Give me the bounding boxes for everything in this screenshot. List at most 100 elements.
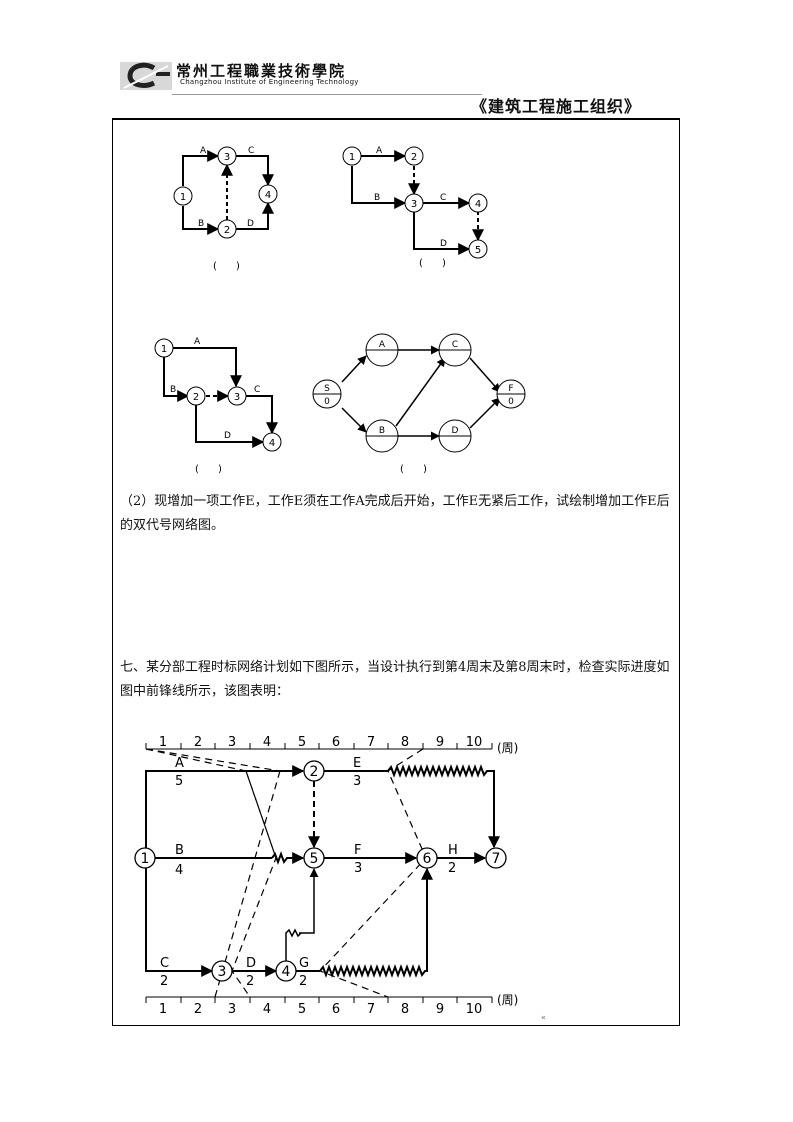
diagram-caption: ( ) [195,464,222,475]
top-scale-ticks [145,743,493,749]
network-node [134,847,156,869]
activity-label: B [374,193,380,203]
timescale-nodes: 1 2 3 4 5 6 7 [134,760,507,982]
activity-duration: 4 [175,863,183,878]
node-label: 4 [269,438,275,449]
node-label: 2 [310,764,319,780]
school-name-cn: 常州工程職業技術學院 [176,62,347,80]
diagram-1 [182,150,274,235]
school-name-en: Changzhou Institute of Engineering Techn… [180,78,359,86]
week-label: 9 [436,735,444,750]
activity-label: D [247,219,254,229]
week-label: 3 [228,735,236,750]
unit-label: (周) [497,993,518,1007]
activity-label: A [194,337,201,347]
week-label: 4 [263,1002,271,1017]
activity-label: C [254,385,260,395]
activity-name: F [354,843,361,858]
network-node [186,386,206,406]
node-label: 0 [508,397,514,407]
network-node [404,193,424,213]
node-label: S [324,384,330,394]
week-label: 5 [298,735,306,750]
activity-name: H [448,843,458,858]
node-label: F [508,384,513,394]
diagram-2-nodes: 1 2 3 4 5 A B C D ( ) [342,146,488,269]
node-label: 2 [193,392,199,403]
activity-name: E [353,756,361,771]
activity-label: A [376,146,383,156]
timescale-network: 1 2 3 4 5 6 7 8 9 10 (周) 1 2 3 4 5 6 7 8… [134,735,518,1017]
activity-name: B [175,843,184,858]
week-label: 2 [194,735,202,750]
week-label: 8 [401,1002,409,1017]
network-node [173,186,193,206]
school-emblem-icon [120,62,172,90]
week-label: 10 [466,735,483,750]
node-label: C [452,340,458,350]
node-label: D [452,426,459,436]
diagram-4 [341,345,501,441]
network-node [303,760,325,782]
week-label: 1 [159,1002,167,1017]
question-7-text: 七、某分部工程时标网络计划如下图所示，当设计执行到第4周末及第8周末时，检查实际… [120,660,670,699]
node-label: 5 [310,851,319,867]
activity-label: C [248,146,254,156]
network-node [303,847,325,869]
node-label: 1 [161,344,167,355]
network-node [227,386,247,406]
week-label: 2 [194,1002,202,1017]
node-label: 6 [423,851,432,867]
week-label: 7 [367,735,375,750]
network-node [217,146,237,166]
page-mark: « [541,1013,546,1022]
node-label: 1 [349,152,355,163]
question-2-text: （2）现增加一项工作E，工作E须在工作A完成后开始，工作E无紧后工作，试绘制增加… [120,494,670,533]
unit-label: (周) [497,741,518,755]
node-label: 2 [411,152,417,163]
activity-label: B [170,385,176,395]
node-label: 4 [265,190,271,201]
network-node [404,146,424,166]
node-label: 4 [282,964,291,980]
activity-duration: 2 [160,974,168,989]
week-label: 9 [436,1002,444,1017]
node-label: 0 [324,397,330,407]
activity-duration: 3 [353,774,361,789]
network-node [262,432,282,452]
activity-duration: 5 [175,774,183,789]
activity-duration: 2 [246,974,254,989]
node-label: 4 [475,199,481,210]
activity-duration: 2 [299,974,307,989]
week-label: 1 [159,735,167,750]
network-node [468,239,488,259]
activity-name: A [175,756,184,771]
node-label: 1 [141,851,150,867]
node-label: 3 [218,964,227,980]
network-node [211,960,233,982]
activity-duration: 3 [354,861,362,876]
node-label: 3 [234,392,240,403]
week-label: 6 [332,1002,340,1017]
node-label: 5 [475,245,481,256]
node-label: 3 [411,199,417,210]
activity-label: C [440,193,446,203]
activity-name: D [246,956,256,971]
week-label: 6 [332,735,340,750]
week-label: 8 [401,735,409,750]
header-divider [172,94,482,95]
school-logo: 常州工程職業技術學院 Changzhou Institute of Engine… [120,58,482,95]
network-node [485,847,507,869]
week-label: 5 [298,1002,306,1017]
week-label: 10 [466,1002,483,1017]
network-node [416,847,438,869]
network-node [217,219,237,239]
bottom-scale-ticks [145,997,493,1003]
activity-label: A [200,146,207,156]
document-title: 《建筑工程施工组织》 [470,97,641,116]
week-label: 4 [263,735,271,750]
activity-name: C [160,956,169,971]
node-label: A [379,340,386,350]
node-label: 2 [224,225,230,236]
network-node [258,184,278,204]
